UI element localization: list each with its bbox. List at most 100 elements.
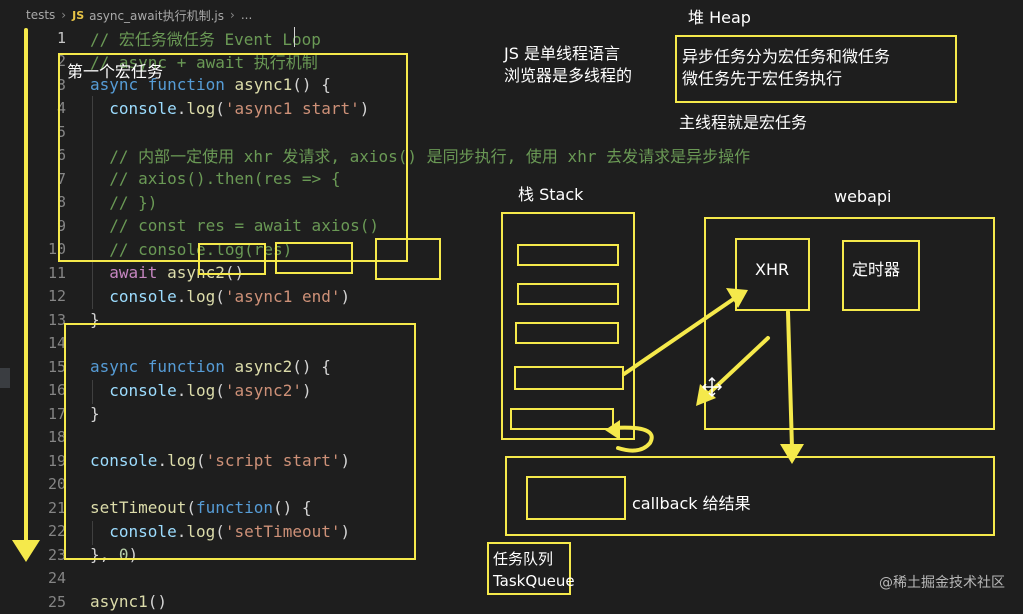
code-token: () (224, 263, 245, 283)
line-number: 6 (56, 146, 66, 165)
code-line[interactable]: 18 (0, 426, 1023, 450)
code-line[interactable]: 14 (0, 332, 1023, 356)
code-line[interactable]: 17} (0, 402, 1023, 426)
code-token: . (176, 380, 187, 400)
indent-guide (92, 380, 93, 404)
xhr-to-stack-arrow (702, 336, 770, 400)
code-text: setTimeout(function() { (90, 498, 312, 517)
code-token: function (195, 498, 274, 518)
code-token: log (167, 451, 196, 471)
code-token: function (147, 357, 235, 377)
code-token: ( (186, 498, 196, 518)
code-token: async (90, 357, 148, 377)
code-line[interactable]: 19 console.log('script start') (0, 449, 1023, 473)
line-number: 3 (56, 75, 66, 94)
code-line[interactable]: 20 (0, 473, 1023, 497)
code-line[interactable]: 3 async function async1() { (0, 73, 1023, 97)
code-line[interactable]: 12 console.log('async1 end') (0, 285, 1023, 309)
line-number: 22 (47, 522, 66, 541)
indent-guide (92, 521, 93, 545)
callback-label: callback 给结果 (632, 494, 751, 513)
task-queue-label-en: TaskQueue (493, 572, 575, 590)
code-token: . (176, 521, 187, 541)
code-token: . (157, 451, 168, 471)
line-number: 18 (47, 428, 66, 447)
code-text: // }) (90, 193, 157, 212)
move-cursor-icon (701, 376, 723, 398)
code-line[interactable]: 6 // 内部一定使用 xhr 发请求, axios() 是同步执行, 使用 x… (0, 144, 1023, 168)
code-token: // }) (109, 192, 158, 212)
line-number: 19 (47, 451, 66, 470)
line-number: 1 (56, 28, 66, 47)
code-token: 'setTimeout' (224, 521, 341, 541)
code-token: async2 (234, 357, 293, 377)
text-cursor (294, 27, 295, 47)
code-line[interactable]: 13} (0, 308, 1023, 332)
code-token: () (147, 592, 168, 612)
code-line[interactable]: 5 (0, 120, 1023, 144)
code-token: console (90, 451, 158, 471)
line-number: 12 (47, 287, 66, 306)
code-text: // 宏任务微任务 Event Loop (90, 26, 321, 50)
code-token: // axios().then(res => { (109, 169, 341, 189)
code-line[interactable]: 24 (0, 567, 1023, 591)
code-line[interactable]: 9 // const res = await axios() (0, 214, 1023, 238)
code-line[interactable]: 22 console.log('setTimeout') (0, 520, 1023, 544)
code-token: } (90, 310, 100, 330)
code-line[interactable]: 1 // 宏任务微任务 Event Loop (0, 26, 1023, 50)
code-text: // const res = await axios() (90, 216, 379, 235)
breadcrumb-folder[interactable]: tests (26, 8, 56, 22)
gutter-marker (0, 368, 10, 388)
line-number: 25 (47, 592, 66, 611)
line-number: 8 (56, 193, 66, 212)
code-token: log (186, 286, 216, 306)
code-token: . (176, 286, 187, 306)
code-text: } (90, 310, 100, 329)
macro-task-box-2 (64, 323, 416, 560)
arrow-head (726, 288, 748, 308)
code-line[interactable]: 16 console.log('async2') (0, 379, 1023, 403)
timer-label: 定时器 (852, 260, 901, 279)
code-token: async1 (234, 75, 293, 95)
breadcrumb-file[interactable]: async_await执行机制.js (89, 8, 224, 23)
code-token: log (186, 98, 216, 118)
main-thread-note: 主线程就是宏任务 (679, 113, 808, 132)
code-token: ( (215, 286, 225, 306)
breadcrumb-more[interactable]: ... (240, 8, 253, 22)
line-number: 17 (47, 404, 66, 423)
code-text: async function async1() { (90, 75, 331, 94)
timer-box (842, 240, 920, 311)
code-line[interactable]: 4 console.log('async1 start') (0, 97, 1023, 121)
code-token: console (109, 521, 177, 541)
code-token: () { (292, 75, 331, 95)
code-line[interactable]: 7 // axios().then(res => { (0, 167, 1023, 191)
code-text: // 内部一定使用 xhr 发请求, axios() 是同步执行, 使用 xhr… (90, 143, 750, 167)
stack-frame (517, 283, 619, 305)
code-token: async2 (167, 263, 225, 283)
breadcrumb: tests › JS async_await执行机制.js › ... (0, 0, 1023, 30)
line-number: 4 (56, 99, 66, 118)
code-text: console.log('setTimeout') (90, 522, 350, 541)
code-text: // axios().then(res => { (90, 169, 340, 188)
code-line[interactable]: 2// async + await 执行机制 (0, 50, 1023, 74)
line-number: 10 (47, 240, 66, 259)
arrow-head (696, 384, 716, 406)
code-line[interactable]: 8 // }) (0, 191, 1023, 215)
code-token: () { (292, 357, 331, 377)
heap-box (675, 35, 957, 103)
heap-note-line1: 异步任务分为宏任务和微任务 (682, 47, 891, 66)
line-number: 20 (47, 475, 66, 494)
code-token: ) (340, 451, 351, 471)
code-line[interactable]: 11 await async2() (0, 261, 1023, 285)
webapi-title: webapi (834, 187, 892, 206)
code-token: ) (128, 545, 139, 565)
code-text: // async + await 执行机制 (90, 49, 318, 73)
stack-frame (515, 322, 619, 344)
code-text: console.log('script start') (90, 451, 350, 470)
browser-multi-thread-note: 浏览器是多线程的 (504, 66, 633, 85)
code-token: () { (273, 498, 312, 518)
line-number: 5 (56, 122, 66, 141)
